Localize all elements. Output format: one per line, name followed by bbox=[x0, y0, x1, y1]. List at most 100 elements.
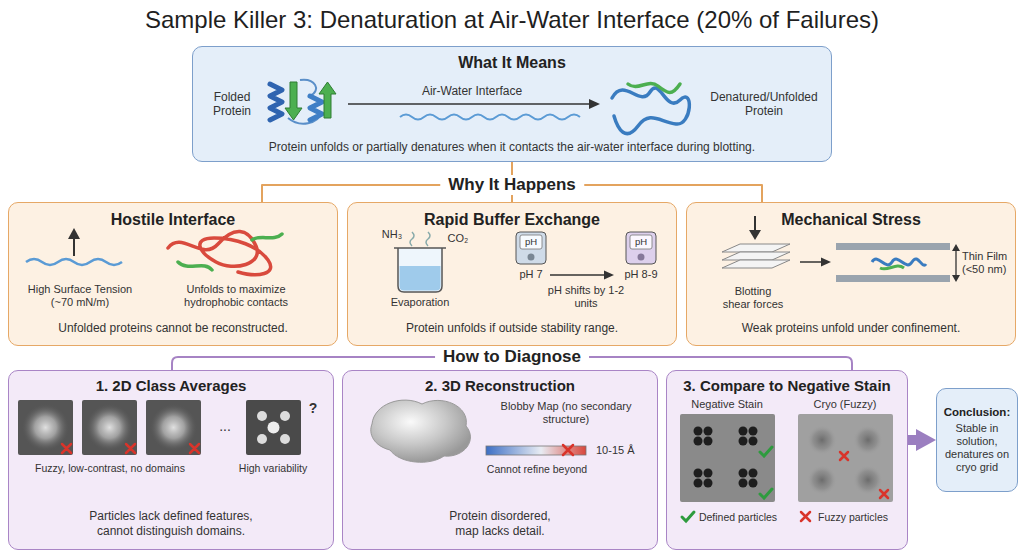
illustration-part bbox=[550, 274, 604, 276]
illustration-part bbox=[739, 469, 748, 478]
illustration-part bbox=[638, 254, 645, 261]
illustration-part bbox=[168, 231, 271, 274]
illustration-part bbox=[680, 414, 775, 502]
illustration-part bbox=[310, 96, 322, 120]
illustration-part bbox=[528, 254, 535, 261]
illustration-part bbox=[694, 437, 703, 446]
illustration-part bbox=[836, 243, 950, 250]
illustration-label: Negative Stain bbox=[691, 398, 763, 411]
illustration-part bbox=[694, 427, 758, 488]
illustration-part bbox=[410, 232, 430, 246]
diagram-title: Sample Killer 3: Denaturation at Air-Wat… bbox=[0, 6, 1024, 35]
diagnosis-box: 1. 2D Class AveragesParticles lack defin… bbox=[8, 370, 334, 550]
illustration-part bbox=[853, 425, 883, 455]
illustration-part bbox=[257, 411, 267, 421]
section-heading: How to Diagnose bbox=[435, 347, 589, 367]
question-mark: ? bbox=[309, 400, 318, 417]
illustration-part bbox=[749, 469, 758, 478]
illustration-part bbox=[22, 404, 70, 452]
box-body: Weak proteins unfold under confinement. bbox=[742, 321, 961, 335]
illustration-part bbox=[62, 444, 199, 453]
illustration-part bbox=[704, 479, 713, 488]
illustration-label: Cryo (Fuzzy) bbox=[814, 398, 877, 411]
illustration-part bbox=[704, 469, 713, 478]
resolution-value: 10-15 Å bbox=[596, 444, 635, 457]
illustration-part bbox=[694, 427, 703, 436]
illustration-part bbox=[800, 261, 822, 263]
illustration-part bbox=[798, 414, 893, 502]
box-body: Protein disordered, map lacks detail. bbox=[441, 509, 559, 538]
illustration-part bbox=[319, 82, 336, 118]
box-heading: 2. 3D Reconstruction bbox=[425, 377, 575, 395]
box-body: Protein unfolds or partially denatures w… bbox=[269, 140, 755, 154]
illustration-part bbox=[628, 83, 680, 92]
conclusion-box: Conclusion: Stable in solution, denatures… bbox=[936, 388, 1018, 492]
illustration-label: Evaporation bbox=[391, 296, 450, 309]
box-heading: 1. 2D Class Averages bbox=[96, 377, 247, 395]
illustration-part bbox=[749, 230, 761, 240]
illustration-part bbox=[68, 228, 80, 239]
illustration-part bbox=[400, 266, 441, 291]
illustration-part bbox=[749, 437, 758, 446]
illustration-part bbox=[612, 88, 689, 134]
illustration-label: Blotting shear forces bbox=[721, 285, 785, 311]
illustration-part bbox=[853, 465, 883, 495]
box-heading: Conclusion: bbox=[944, 406, 1010, 420]
illustration-part bbox=[630, 235, 652, 249]
illustration-part bbox=[749, 427, 758, 436]
box-body: Stable in solution, denatures on cryo gr… bbox=[941, 422, 1013, 475]
illustration-part bbox=[257, 434, 267, 444]
illustration-label: Cannot refine beyond bbox=[487, 463, 587, 476]
illustration-part bbox=[704, 427, 713, 436]
illustration-part bbox=[694, 479, 703, 488]
illustration-part bbox=[86, 404, 134, 452]
box-heading: Mechanical Stress bbox=[781, 210, 921, 229]
illustration-label: High variability bbox=[239, 462, 307, 475]
illustration-part bbox=[840, 452, 888, 498]
chemical-formula: NH₃ bbox=[382, 228, 402, 241]
box-body: Unfolded proteins cannot be reconstructe… bbox=[58, 321, 287, 335]
meter-display: pH bbox=[525, 236, 537, 247]
illustration-part bbox=[836, 275, 950, 282]
illustration-part bbox=[178, 234, 282, 270]
illustration-label: Folded Protein bbox=[203, 90, 261, 119]
illustration-part bbox=[589, 99, 600, 109]
illustration-part bbox=[150, 404, 198, 452]
illustration-part bbox=[280, 411, 290, 421]
illustration-label: Defined particles bbox=[699, 511, 777, 524]
illustration-part bbox=[801, 512, 810, 521]
illustration-part bbox=[394, 247, 446, 249]
illustration-part bbox=[722, 260, 790, 268]
illustration-part bbox=[739, 427, 748, 436]
illustration-part bbox=[955, 250, 956, 276]
illustration-label: Fuzzy particles bbox=[818, 511, 888, 524]
illustration-part bbox=[722, 252, 790, 260]
box-body: Protein unfolds if outside stability ran… bbox=[406, 321, 618, 335]
illustration-part bbox=[722, 244, 790, 252]
illustration-part bbox=[146, 400, 201, 455]
illustration-part bbox=[604, 271, 614, 280]
illustration-label: Blobby Map (no secondary structure) bbox=[486, 400, 646, 426]
illustration-part bbox=[739, 479, 748, 488]
illustration-part bbox=[754, 216, 756, 231]
illustration-label: Fuzzy, low-contrast, no domains bbox=[35, 462, 185, 475]
illustration-part bbox=[880, 266, 904, 269]
illustration-part bbox=[821, 258, 831, 267]
box-heading: 3. Compare to Negative Stain bbox=[683, 377, 891, 395]
illustration-part bbox=[520, 235, 542, 249]
illustration-part bbox=[807, 465, 837, 495]
diagnosis-box: 2. 3D ReconstructionProtein disordered, … bbox=[342, 370, 658, 550]
illustration-part bbox=[760, 447, 772, 498]
illustration-part bbox=[246, 400, 301, 455]
illustration-part bbox=[18, 400, 73, 455]
illustration-part bbox=[82, 400, 137, 455]
illustration-part bbox=[739, 437, 748, 446]
illustration-label: Air-Water Interface bbox=[422, 84, 522, 98]
chemical-formula: CO₂ bbox=[448, 232, 469, 245]
illustration-part bbox=[371, 400, 471, 462]
connector bbox=[908, 435, 916, 445]
